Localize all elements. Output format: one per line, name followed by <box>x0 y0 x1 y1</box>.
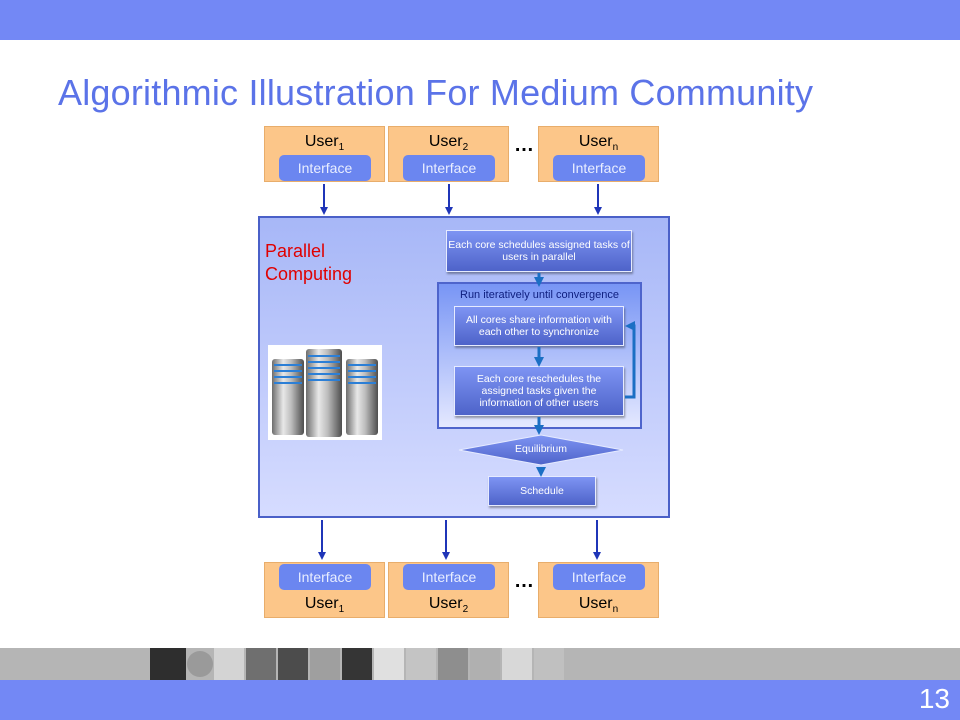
step-schedule-parallel: Each core schedules assigned tasks of us… <box>446 230 632 272</box>
step-share-information: All cores share information with each ot… <box>454 306 624 346</box>
bottom-user-n-box: Interface Usern <box>538 562 659 618</box>
bottom-user-2-interface: Interface <box>403 564 495 590</box>
top-user-2-interface: Interface <box>403 155 495 181</box>
step-schedule-output: Schedule <box>488 476 596 506</box>
top-user-1-name: User1 <box>304 133 345 154</box>
step-reschedule-tasks: Each core reschedules the assigned tasks… <box>454 366 624 416</box>
bottom-user-1-name: User1 <box>304 595 345 616</box>
decorative-photo-strip <box>0 648 960 680</box>
equilibrium-decision: Equilibrium <box>458 434 624 466</box>
page-number: 13 <box>918 683 950 714</box>
bottom-user-1-box: Interface User1 <box>264 562 385 618</box>
bottom-ellipsis: … <box>514 570 534 592</box>
top-user-n-name: Usern <box>578 133 619 154</box>
top-banner <box>0 0 960 40</box>
arrow-loop-back <box>625 321 636 399</box>
top-user-2-name: User2 <box>428 133 469 154</box>
top-ellipsis: … <box>514 134 534 156</box>
top-user-1-interface: Interface <box>279 155 371 181</box>
loop-label: Run iteratively until convergence <box>460 289 619 301</box>
bottom-user-2-name: User2 <box>428 595 469 616</box>
top-user-2-box: User2 Interface <box>388 126 509 182</box>
parallel-computing-label: Parallel Computing <box>265 241 353 284</box>
bottom-user-1-interface: Interface <box>279 564 371 590</box>
slide-title: Algorithmic Illustration For Medium Comm… <box>58 72 814 113</box>
bottom-user-n-interface: Interface <box>553 564 645 590</box>
bottom-user-2-box: Interface User2 <box>388 562 509 618</box>
bottom-user-n-name: Usern <box>578 595 619 616</box>
top-user-n-box: Usern Interface <box>538 126 659 182</box>
bottom-banner <box>0 680 960 720</box>
server-rack-icon <box>268 345 382 440</box>
top-user-n-interface: Interface <box>553 155 645 181</box>
top-user-1-box: User1 Interface <box>264 126 385 182</box>
equilibrium-label: Equilibrium <box>515 443 567 455</box>
